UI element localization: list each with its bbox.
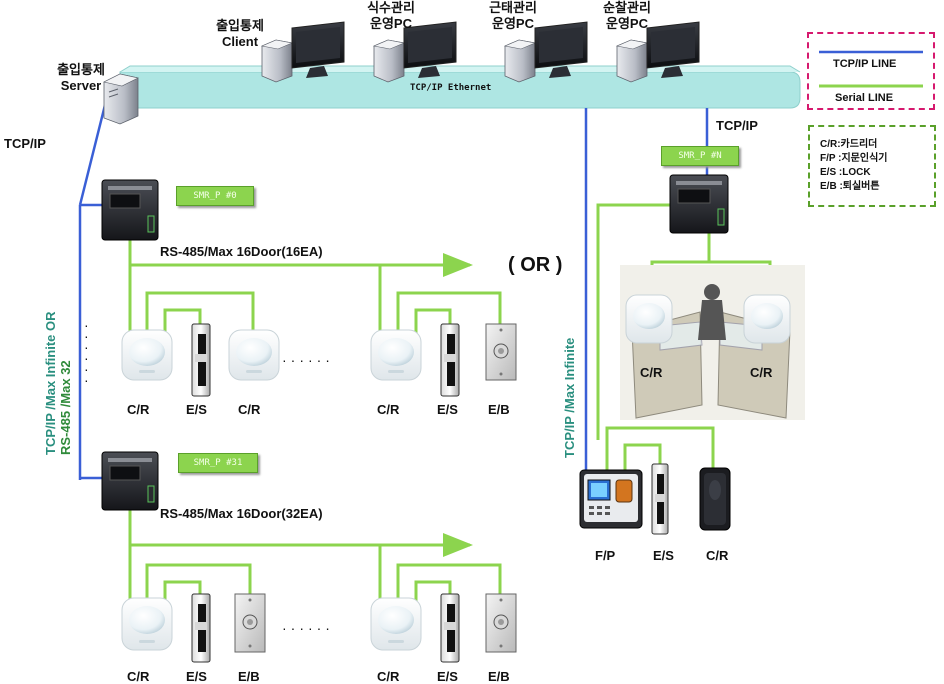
rs485-label-1: RS-485/Max 16Door(16EA): [160, 244, 323, 259]
tcpip-right-label: TCP/IP: [716, 118, 758, 133]
legend-serial-label: Serial LINE: [835, 92, 894, 104]
card-reader-icon: [370, 597, 422, 651]
tcpip-left-label: TCP/IP: [4, 136, 46, 151]
controller-tag-0: SMR_P #0: [176, 186, 254, 206]
label-cr: C/R: [750, 365, 773, 380]
patrol-pc-label-line1: 순찰관리: [603, 0, 651, 15]
label-fp: F/P: [595, 548, 616, 563]
lock-icon: [651, 463, 669, 535]
exit-button-icon: [234, 593, 266, 653]
controller-icon-n: [669, 174, 729, 234]
card-reader-icon: [625, 294, 673, 344]
legend-line-swatches: [819, 50, 923, 88]
label-eb: E/B: [238, 669, 260, 684]
meal-pc-label-line2: 운영PC: [370, 16, 412, 31]
label-es: E/S: [186, 402, 207, 417]
label-cr: C/R: [127, 669, 150, 684]
label-eb: E/B: [488, 402, 510, 417]
rs485-label-2: RS-485/Max 16Door(32EA): [160, 506, 323, 521]
patrol-pc-label-line2: 운영PC: [606, 16, 648, 31]
exit-button-icon: [485, 593, 517, 653]
vertical-ellipsis: ······: [84, 317, 89, 388]
label-es: E/S: [437, 669, 458, 684]
patrol-pc-label: 순찰관리 운영PC: [592, 0, 662, 32]
card-reader-icon: [228, 329, 280, 381]
legend-entry: C/R:카드리더: [820, 139, 878, 150]
legend-abbreviations: C/R:카드리더 F/P :지문인식기 E/S :LOCK E/B :퇴실버튼: [808, 125, 936, 207]
controller-icon-0: [101, 179, 159, 241]
client-label: 출입통제 Client: [214, 18, 266, 50]
card-reader-icon: [699, 467, 731, 531]
legend-line-types: TCP/IP LINE Serial LINE: [807, 32, 935, 110]
server-label-line2: Server: [60, 78, 102, 93]
lock-icon: [440, 593, 460, 663]
label-es: E/S: [437, 402, 458, 417]
or-label: ( OR ): [508, 254, 563, 276]
client-label-line2: Client: [221, 34, 259, 49]
card-reader-icon: [121, 597, 173, 651]
label-cr: C/R: [238, 402, 261, 417]
legend-entry: F/P :지문인식기: [820, 153, 888, 164]
label-cr: C/R: [706, 548, 729, 563]
legend-entry: E/S :LOCK: [820, 167, 871, 178]
controller-icon-31: [101, 451, 159, 511]
pc-icon-meal: [372, 21, 457, 83]
label-cr: C/R: [640, 365, 663, 380]
pc-icon-attendance: [503, 21, 588, 83]
server-tower-icon: [103, 73, 139, 125]
card-reader-icon: [743, 294, 791, 344]
vertical-left-line1: TCP/IP /Max Infinite OR: [43, 311, 58, 455]
server-label: 출입통제 Server: [52, 62, 110, 94]
vertical-right-label: TCP/IP /Max Infinite: [562, 337, 577, 458]
label-cr: C/R: [377, 402, 400, 417]
vertical-left-line2: RS-485 /Max 32: [58, 360, 73, 455]
label-eb: E/B: [488, 669, 510, 684]
pc-icon-client: [260, 21, 345, 83]
fingerprint-reader-icon: [579, 469, 643, 529]
horizontal-ellipsis-1: ······: [282, 352, 334, 368]
meal-pc-label: 식수관리 운영PC: [356, 0, 426, 32]
client-label-line1: 출입통제: [216, 18, 264, 33]
lock-icon: [191, 323, 211, 397]
lock-icon: [191, 593, 211, 663]
exit-button-icon: [485, 323, 517, 381]
meal-pc-label-line1: 식수관리: [367, 0, 415, 15]
horizontal-ellipsis-2: ······: [282, 620, 334, 636]
controller-tag-31: SMR_P #31: [178, 453, 258, 473]
controller-tag-n: SMR_P #N: [661, 146, 739, 166]
attendance-pc-label-line1: 근태관리: [489, 0, 537, 15]
legend-entry: E/B :퇴실버튼: [820, 181, 880, 192]
lock-icon: [440, 323, 460, 397]
server-label-line1: 출입통제: [57, 62, 105, 77]
label-es: E/S: [653, 548, 674, 563]
ethernet-label: TCP/IP Ethernet: [410, 83, 492, 93]
attendance-pc-label: 근태관리 운영PC: [478, 0, 548, 32]
label-cr: C/R: [127, 402, 150, 417]
legend-tcpip-label: TCP/IP LINE: [833, 58, 897, 70]
label-cr: C/R: [377, 669, 400, 684]
card-reader-icon: [370, 329, 422, 381]
card-reader-icon: [121, 329, 173, 381]
attendance-pc-label-line2: 운영PC: [492, 16, 534, 31]
pc-icon-patrol: [615, 21, 700, 83]
label-es: E/S: [186, 669, 207, 684]
